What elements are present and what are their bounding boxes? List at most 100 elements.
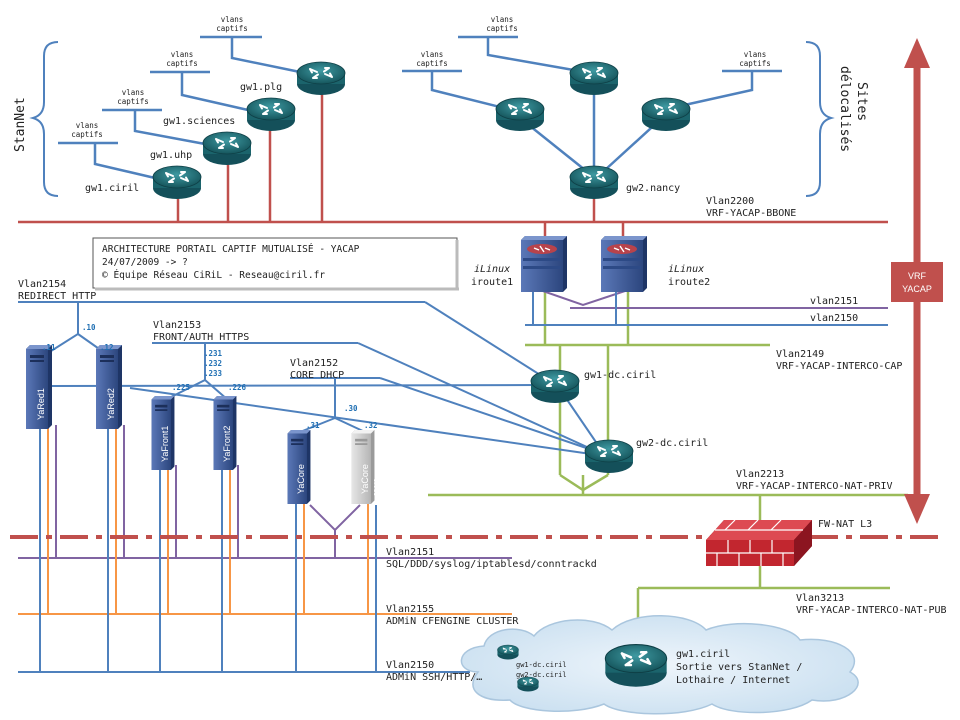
label-v3213-vrf: VRF-YACAP-INTERCO-NAT-PUB — [796, 605, 947, 616]
vrf-arrow — [891, 38, 943, 524]
captifs-label-6b: captifs — [416, 59, 448, 68]
captifs-label-7a: vlans — [744, 50, 767, 59]
label-v2149-vrf: VRF-YACAP-INTERCO-CAP — [776, 361, 902, 372]
label-firewall: FW-NAT L3 — [818, 519, 872, 530]
label-v2155-desc: ADMiN CFENGINE CLUSTER — [386, 616, 519, 627]
label-iroute1-os: iLinux — [474, 264, 510, 275]
label-v2151: Vlan2151 — [386, 547, 434, 558]
vrf-label-2: YACAP — [902, 284, 932, 294]
label-cloud-gw1-dc: gw1-dc.ciril — [516, 661, 567, 669]
stannet-brace — [29, 41, 59, 197]
captifs-label-1b: captifs — [216, 24, 248, 33]
label-gw2-nancy: gw2.nancy — [626, 183, 680, 194]
label-v2151-desc: SQL/DDD/syslog/iptablesd/conntrackd — [386, 559, 597, 570]
sites-brace — [805, 41, 835, 197]
router-gw2-nancy — [569, 165, 619, 200]
label-iroute2: iroute2 — [668, 277, 710, 288]
captifs-label-3a: vlans — [122, 88, 145, 97]
label-cloud-line2: Lothaire / Internet — [676, 675, 790, 686]
title-box — [92, 237, 459, 291]
label-v2200: Vlan2200 — [706, 196, 754, 207]
label-gw1-ciril: gw1.ciril — [85, 183, 139, 194]
label-v2213: Vlan2213 — [736, 469, 784, 480]
firewall — [706, 519, 812, 566]
label-yafront1: YaFront1 — [160, 426, 170, 462]
ip-red-vip: .10 — [82, 323, 96, 332]
title-line3: © Équipe Réseau CiRiL - Reseau@ciril.fr — [102, 269, 325, 281]
ip-core2: .32 — [364, 421, 378, 430]
captifs-label-2b: captifs — [166, 59, 198, 68]
label-gw1-sciences: gw1.sciences — [163, 116, 235, 127]
label-v2153-desc: FRONT/AUTH HTTPS — [153, 332, 249, 343]
router-gw1-dc — [530, 369, 580, 404]
ip-front-vip2: .232 — [204, 359, 222, 368]
iroute1-server — [521, 236, 567, 292]
label-iroute2-os: iLinux — [668, 264, 704, 275]
label-v3213: Vlan3213 — [796, 593, 844, 604]
router-cloud-gw2-dc — [517, 676, 539, 692]
label-v2151-top: vlan2151 — [810, 296, 858, 307]
lower-vlan-links — [18, 425, 512, 673]
label-v2155: Vlan2155 — [386, 604, 434, 615]
ip-core-vip: .30 — [344, 404, 358, 413]
vlan2150-top-links — [525, 290, 888, 326]
label-spare: spare — [373, 478, 380, 496]
router-gw1-plg — [296, 61, 346, 96]
router-gw1-ciril-cloud — [604, 643, 668, 688]
captifs-label-5a: vlans — [491, 15, 514, 24]
captifs-label-4a: vlans — [76, 121, 99, 130]
label-sites-2: délocalisés — [837, 66, 852, 152]
captifs-label-6a: vlans — [421, 50, 444, 59]
router-sites-top — [569, 61, 619, 96]
router-gw1-ciril — [152, 165, 202, 200]
label-yacore-spare: YaCore — [360, 464, 370, 494]
sites-links — [402, 35, 782, 171]
ip-front-vip1: .231 — [204, 349, 223, 358]
vrf-label-1: VRF — [908, 271, 927, 281]
label-yacore: YaCore — [296, 464, 306, 494]
label-v2153: Vlan2153 — [153, 320, 201, 331]
label-v2150-desc: ADMiN SSH/HTTP/… — [386, 672, 482, 683]
label-sites-1: Sites — [854, 82, 869, 121]
label-gw1-uhp: gw1.uhp — [150, 150, 192, 161]
green-links — [428, 290, 908, 650]
title-line2: 24/07/2009 -> ? — [102, 257, 188, 268]
label-v2152-desc: CORE DHCP — [290, 370, 344, 381]
ip-front1: .225 — [172, 383, 190, 392]
label-v2154: Vlan2154 — [18, 279, 66, 290]
label-v2150: Vlan2150 — [386, 660, 434, 671]
label-yared2: YaRed2 — [106, 388, 116, 420]
stannet-links — [58, 35, 301, 180]
label-v2200-vrf: VRF-YACAP-BBONE — [706, 208, 796, 219]
router-cloud-gw1-dc — [497, 644, 519, 660]
captifs-label-3b: captifs — [117, 97, 149, 106]
label-yafront2: YaFront2 — [222, 426, 232, 462]
router-sites-left — [495, 97, 545, 132]
label-gw1-plg: gw1.plg — [240, 82, 282, 93]
label-gw1-dc: gw1-dc.ciril — [584, 370, 656, 381]
router-sites-right — [641, 97, 691, 132]
label-stannet: StanNet — [13, 97, 28, 152]
label-cloud-gw2-dc: gw2-dc.ciril — [516, 671, 567, 679]
captifs-label-7b: captifs — [739, 59, 771, 68]
iroute2-server — [601, 236, 647, 292]
title-line1: ARCHITECTURE PORTAIL CAPTIF MUTUALISÉ - … — [102, 243, 360, 255]
captifs-label-5b: captifs — [486, 24, 518, 33]
ip-red1: .11 — [42, 343, 56, 352]
bbone-links — [18, 92, 888, 245]
captifs-label-4b: captifs — [71, 130, 103, 139]
ip-front-vip3: .233 — [204, 369, 223, 378]
captifs-label-1a: vlans — [221, 15, 244, 24]
label-cloud-gw1: gw1.ciril — [676, 649, 730, 660]
router-gw1-sciences — [246, 97, 296, 132]
label-v2152: Vlan2152 — [290, 358, 338, 369]
label-iroute1: iroute1 — [471, 277, 513, 288]
label-v2213-vrf: VRF-YACAP-INTERCO-NAT-PRIV — [736, 481, 893, 492]
label-cloud-line1: Sortie vers StanNet / — [676, 662, 802, 673]
label-v2150-top: vlan2150 — [810, 313, 858, 324]
label-v2154-desc: REDIRECT HTTP — [18, 291, 96, 302]
router-gw2-dc — [584, 439, 634, 474]
ip-front2: .226 — [228, 383, 247, 392]
label-yared1: YaRed1 — [36, 388, 46, 420]
